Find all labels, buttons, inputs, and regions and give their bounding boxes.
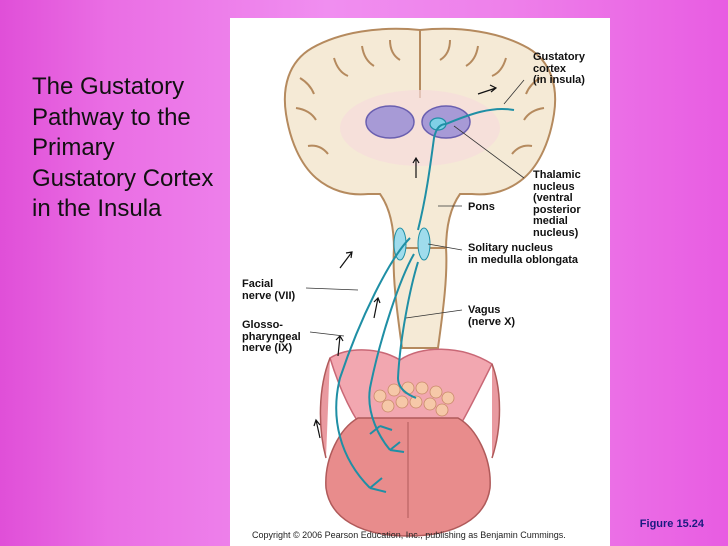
tongue-side-right [491, 363, 501, 459]
label-vagus-nerve: Vagus (nerve X) [468, 304, 516, 328]
thalamus-left [365, 105, 415, 139]
arrow-thalamus [412, 156, 420, 178]
arrow-facial-upper [339, 251, 353, 269]
arrow-glosso-lower [313, 418, 321, 439]
figure-number: Figure 15.24 [639, 518, 704, 530]
label-glossopharyngeal-nerve: Glosso- pharyngeal nerve (IX) [242, 319, 301, 354]
figure-panel: Gustatory cortex (in insula) Thalamic nu… [230, 18, 610, 546]
facial-nerve-path [335, 237, 411, 489]
nerve-pathways [335, 108, 515, 493]
nerve-branches [369, 425, 405, 493]
label-pons: Pons [468, 201, 495, 213]
direction-arrows [313, 84, 498, 439]
leader-lines [305, 79, 525, 337]
ascending-tract [417, 123, 447, 231]
label-facial-nerve: Facial nerve (VII) [242, 278, 296, 302]
arrow-glosso-upper [335, 335, 344, 357]
thalamocortical-tract [445, 108, 515, 125]
arrow-facial-mid [373, 296, 381, 319]
arrow-cortex [477, 84, 498, 95]
copyright-notice: Copyright © 2006 Pearson Education, Inc.… [252, 530, 566, 540]
vagus-nerve-path [396, 261, 419, 399]
brain-section [283, 27, 557, 349]
vallate-papillae [373, 381, 455, 417]
gustatory-pathway-illustration [283, 27, 557, 537]
label-solitary-nucleus: Solitary nucleus in medulla oblongata [468, 242, 579, 266]
label-thalamic-nucleus: Thalamic nucleus (ventral posterior medi… [533, 169, 581, 239]
tongue [319, 348, 501, 537]
brainstem [392, 247, 448, 349]
solitary-nucleus-left [393, 227, 407, 261]
ventricle-region [340, 90, 500, 166]
cortical-folds-right [439, 39, 545, 155]
glossopharyngeal-nerve-path [368, 253, 415, 451]
label-gustatory-cortex: Gustatory cortex (in insula) [533, 51, 585, 86]
cortical-folds-left [295, 39, 401, 155]
tongue-side-left [319, 357, 331, 459]
slide-title: The Gustatory Pathway to the Primary Gus… [32, 73, 214, 222]
